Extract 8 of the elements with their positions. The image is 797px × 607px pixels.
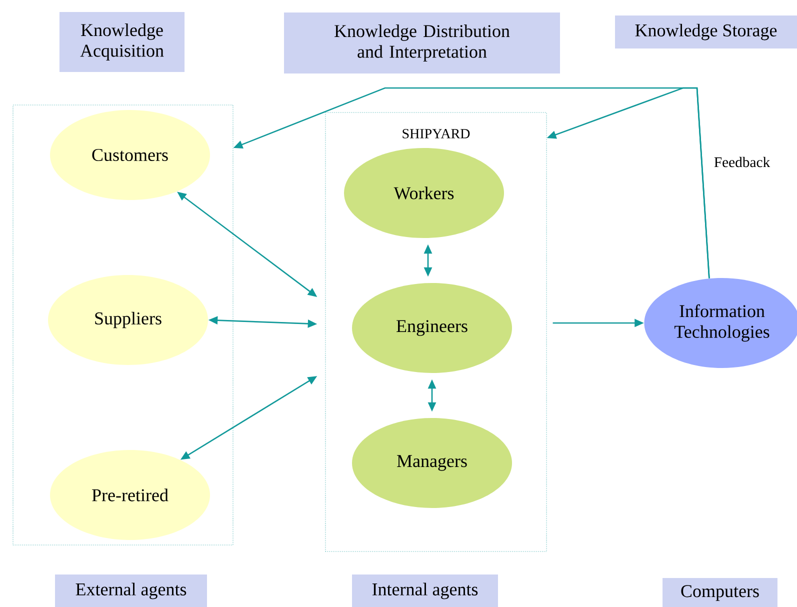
heading-box: External agents xyxy=(55,574,207,607)
group-box xyxy=(12,104,234,546)
heading-box: Knowledge Distribution and Interpretation xyxy=(284,12,560,74)
heading-box: Internal agents xyxy=(352,574,498,607)
heading-box: Knowledge Acquisition xyxy=(59,12,185,72)
heading-box: Knowledge Storage xyxy=(615,15,797,49)
note-text: Feedback xyxy=(714,156,770,168)
heading-box: Computers xyxy=(662,578,778,607)
